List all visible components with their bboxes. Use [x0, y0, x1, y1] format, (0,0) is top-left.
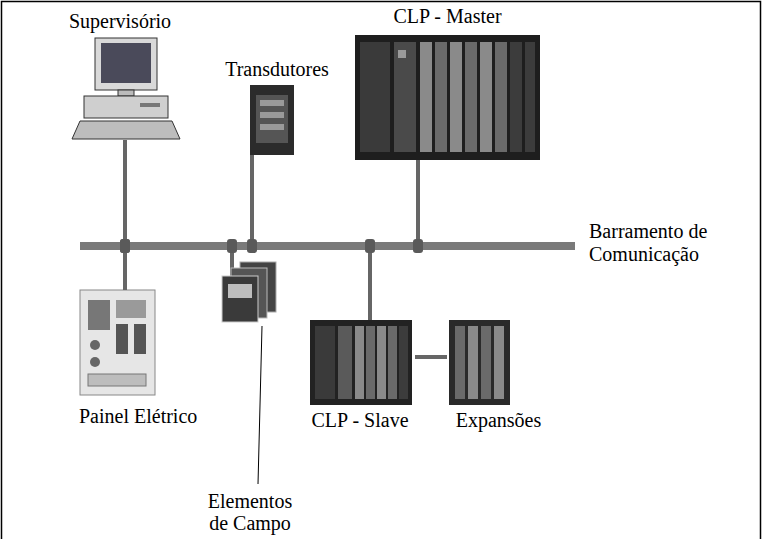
rack-body — [310, 320, 412, 405]
device-node: Transdutores — [222, 58, 332, 155]
bus-connector — [368, 250, 372, 320]
panel-component — [88, 374, 146, 386]
io-module — [465, 42, 477, 152]
field-module — [222, 276, 258, 322]
transducer-slot — [260, 124, 284, 130]
transducer-device — [250, 85, 294, 155]
bus-connector — [123, 250, 127, 290]
panel-button — [90, 340, 100, 350]
monitor-neck — [118, 90, 134, 96]
computer-node: Supervisório — [55, 10, 185, 140]
bus-connector — [123, 140, 127, 242]
cpu-box — [84, 96, 168, 118]
panel-component — [134, 324, 146, 354]
keyboard — [72, 121, 180, 139]
field-display — [228, 284, 252, 298]
power-module — [315, 326, 335, 399]
io-module — [399, 326, 408, 399]
device-label: Expansões — [456, 409, 542, 432]
io-module — [481, 326, 491, 399]
expansion-rack — [449, 320, 510, 405]
panel-component — [116, 324, 128, 354]
io-module — [510, 42, 522, 152]
bus-junction — [413, 239, 423, 253]
leader-line — [258, 326, 262, 484]
panel-component — [88, 300, 110, 330]
io-module — [468, 326, 478, 399]
device-label: Transdutores — [225, 58, 329, 81]
io-module — [455, 326, 465, 399]
transducer-slot — [260, 100, 284, 106]
monitor — [95, 38, 157, 90]
rack-body — [355, 35, 540, 160]
io-module — [525, 42, 535, 152]
io-module — [420, 42, 432, 152]
bus-connector — [250, 155, 254, 242]
plc-node: CLP - Slave — [305, 320, 415, 432]
transducer-slot — [260, 112, 284, 118]
rack-body — [449, 320, 510, 405]
screen — [101, 43, 151, 83]
expansion-node: Expansões — [447, 320, 550, 432]
io-module — [480, 42, 492, 152]
plc-rack — [355, 35, 540, 160]
transducer-body — [250, 85, 294, 155]
device-label: CLP - Slave — [311, 409, 408, 432]
cpu-module — [394, 42, 416, 152]
computer-icon — [72, 38, 180, 139]
io-module — [435, 42, 447, 152]
bus-label: Barramento de Comunicação — [589, 220, 739, 266]
panel-component — [116, 300, 146, 318]
electric-panel — [80, 290, 155, 395]
panel-button — [90, 357, 100, 367]
bus-junction — [365, 239, 375, 253]
io-module — [450, 42, 462, 152]
bus-bar: Barramento de Comunicação — [80, 242, 575, 250]
device-label: CLP - Master — [393, 5, 501, 28]
device-label: Painel Elétrico — [79, 405, 197, 428]
device-node: Elementos de Campo — [195, 262, 305, 534]
cpu-module — [338, 326, 352, 399]
device-label: Elementos de Campo — [198, 490, 302, 534]
plc-node: CLP - Master — [355, 5, 540, 160]
bus-junction — [227, 239, 237, 253]
io-module — [388, 326, 397, 399]
io-module — [366, 326, 375, 399]
bus-connector — [415, 355, 447, 359]
bus-junction — [247, 239, 257, 253]
io-module — [494, 326, 504, 399]
panel-body — [80, 290, 155, 395]
led — [398, 50, 406, 58]
plc-slave-rack — [310, 320, 412, 405]
io-module — [377, 326, 386, 399]
device-label: Supervisório — [69, 10, 171, 33]
power-module — [360, 42, 390, 152]
bus-junction — [120, 239, 130, 253]
panel-node: Painel Elétrico — [75, 290, 215, 428]
io-module — [355, 326, 364, 399]
io-module — [495, 42, 507, 152]
field-devices — [222, 262, 276, 484]
drive-slot — [140, 103, 160, 107]
transducer-face — [256, 95, 288, 143]
bus-connector — [416, 160, 420, 242]
